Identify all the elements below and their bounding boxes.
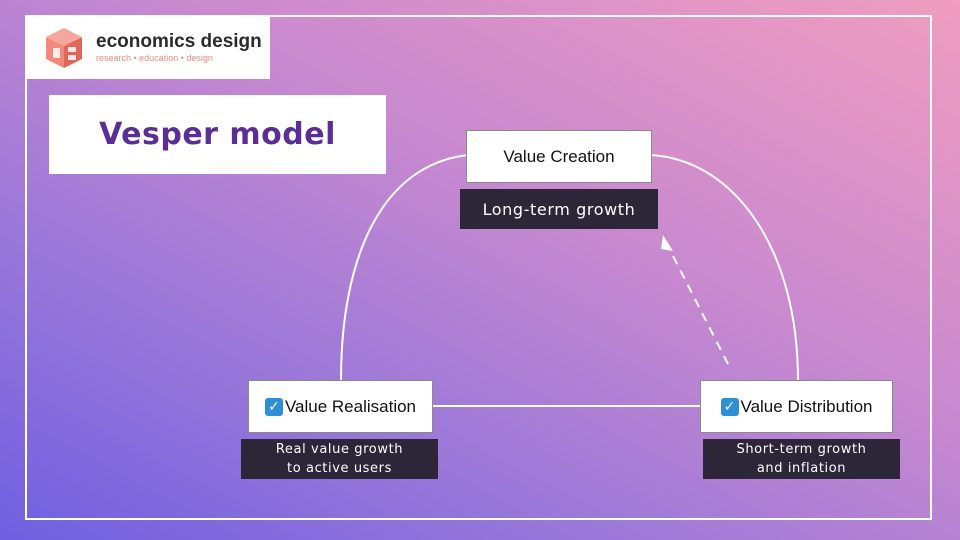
tag-long-term-growth-text: Long-term growth [482,199,636,219]
arc-realisation-to-creation [340,154,469,381]
tag-real-value-growth-line-1: Real value growth [275,442,404,457]
slide-title: Vesper model [99,117,336,152]
tag-long-term-growth: Long-term growth [460,189,658,229]
tag-short-term-growth: Short-term growth and inflation [703,439,900,479]
node-value-distribution-label: Value Distribution [740,396,873,416]
tag-real-value-growth: Real value growth to active users [241,439,438,479]
title-card: Vesper model [49,95,386,174]
node-value-creation: Value Creation [466,130,652,183]
node-value-creation-label: Value Creation [503,146,615,166]
logo-mark-icon [46,28,82,68]
tag-short-term-growth-line-1: Short-term growth [736,442,867,457]
logo-wordmark: economics design [96,31,262,52]
node-value-realisation: ✓ Value Realisation [248,380,433,433]
arc-creation-to-distribution [650,154,799,381]
logo-tagline: research • education • design [96,53,213,63]
dashed-arrow-up-icon [661,235,729,365]
tag-real-value-growth-line-2: to active users [287,461,392,476]
logo: economics design research • education • … [27,17,270,79]
slide-frame [25,15,932,520]
check-mark-button-icon: ✓ [264,397,283,416]
tag-short-term-growth-line-2: and inflation [756,461,847,476]
node-value-distribution: ✓ Value Distribution [700,380,893,433]
check-mark-button-icon: ✓ [720,397,739,416]
node-value-realisation-label: Value Realisation [284,396,417,416]
